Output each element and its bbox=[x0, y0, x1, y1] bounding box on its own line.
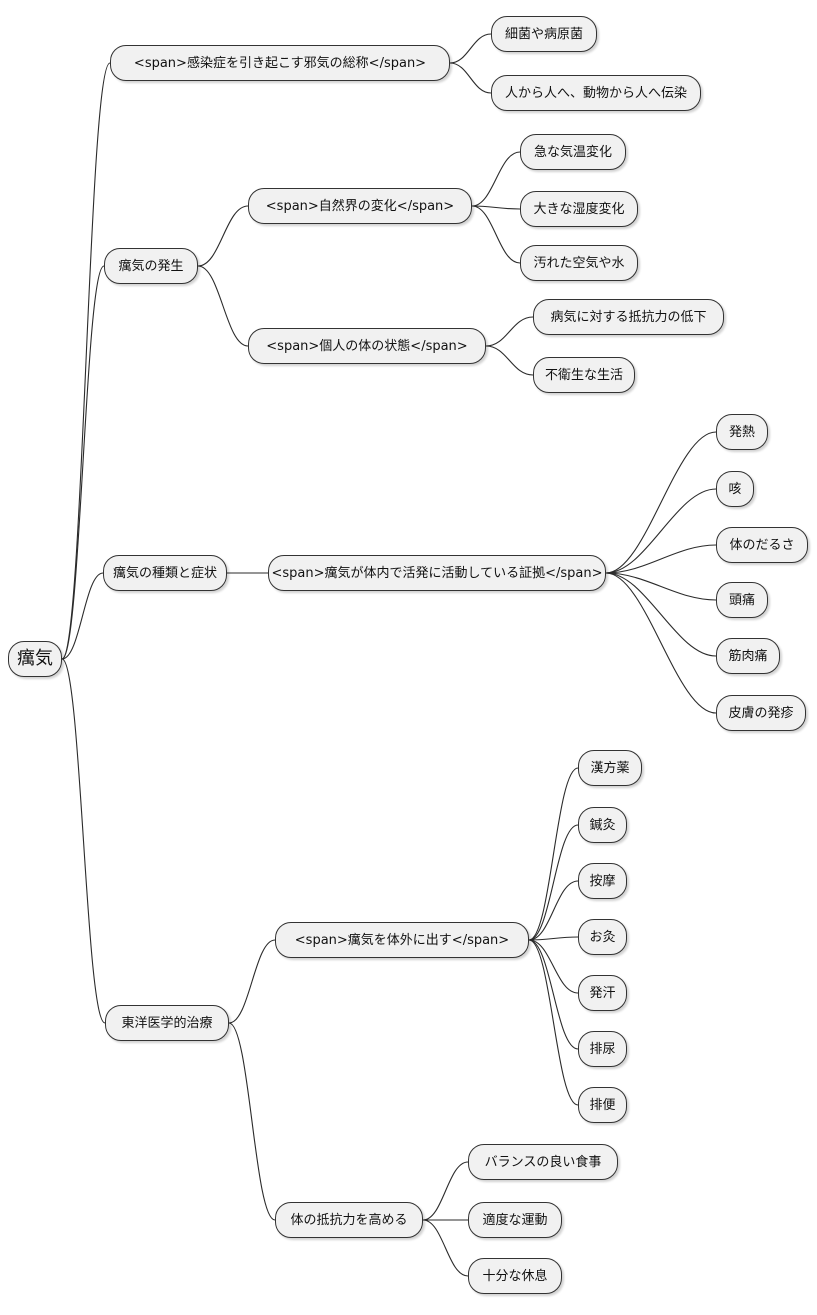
edge-root-infection-term bbox=[61, 62, 111, 660]
edge-activity-evidence-skin-rash bbox=[605, 572, 717, 714]
node-unhygienic-life: 不衛生な生活 bbox=[533, 357, 635, 393]
edge-boost-resistance-sufficient-rest bbox=[422, 1219, 469, 1277]
edge-onset-personal-condition bbox=[197, 265, 249, 347]
edge-activity-evidence-cough bbox=[605, 488, 717, 574]
node-polluted-air-water: 汚れた空気や水 bbox=[520, 245, 638, 281]
edge-personal-condition-lowered-resistance bbox=[485, 316, 534, 347]
node-lowered-resistance: 病気に対する抵抗力の低下 bbox=[533, 299, 724, 335]
edge-activity-evidence-muscle-pain bbox=[605, 572, 717, 657]
node-acupuncture: 鍼灸 bbox=[578, 807, 627, 843]
node-nature-changes: <span>自然界の変化</span> bbox=[248, 188, 472, 224]
edge-expel-evil-acupuncture bbox=[528, 824, 579, 941]
node-massage: 按摩 bbox=[578, 863, 627, 899]
node-activity-evidence: <span>癘気が体内で活発に活動している証拠</span> bbox=[268, 555, 606, 591]
node-fatigue: 体のだるさ bbox=[716, 527, 808, 563]
node-personal-condition: <span>個人の体の状態</span> bbox=[248, 328, 486, 364]
edge-infection-term-bacteria bbox=[449, 33, 492, 64]
node-muscle-pain: 筋肉痛 bbox=[716, 638, 780, 674]
node-temp-change: 急な気温変化 bbox=[520, 134, 626, 170]
node-headache: 頭痛 bbox=[716, 582, 768, 618]
edge-personal-condition-unhygienic-life bbox=[485, 345, 534, 376]
node-fever: 発熱 bbox=[716, 414, 768, 450]
node-urination: 排尿 bbox=[578, 1031, 627, 1067]
node-expel-evil: <span>癘気を体外に出す</span> bbox=[275, 922, 529, 958]
node-boost-resistance: 体の抵抗力を高める bbox=[275, 1202, 423, 1238]
edge-activity-evidence-fatigue bbox=[605, 544, 717, 574]
node-moxibustion: お灸 bbox=[578, 919, 627, 955]
node-root: 癘気 bbox=[8, 641, 62, 677]
edge-expel-evil-defecation bbox=[528, 939, 579, 1106]
node-balanced-diet: バランスの良い食事 bbox=[468, 1144, 618, 1180]
node-onset: 癘気の発生 bbox=[104, 248, 198, 284]
edge-activity-evidence-fever bbox=[605, 431, 717, 574]
edge-root-treatment bbox=[61, 658, 106, 1024]
edge-nature-changes-polluted-air-water bbox=[471, 205, 521, 264]
node-sweating: 発汗 bbox=[578, 975, 627, 1011]
edge-expel-evil-kampo-medicine bbox=[528, 767, 579, 941]
edge-root-onset bbox=[61, 265, 105, 660]
edge-onset-nature-changes bbox=[197, 205, 249, 267]
node-transmission: 人から人へ、動物から人へ伝染 bbox=[491, 75, 701, 111]
node-infection-term: <span>感染症を引き起こす邪気の総称</span> bbox=[110, 45, 450, 81]
node-bacteria: 細菌や病原菌 bbox=[491, 16, 597, 52]
edge-treatment-boost-resistance bbox=[228, 1022, 276, 1221]
edge-activity-evidence-headache bbox=[605, 572, 717, 601]
node-treatment: 東洋医学的治療 bbox=[105, 1005, 229, 1041]
node-cough: 咳 bbox=[716, 471, 754, 507]
edge-root-types-symptoms bbox=[61, 572, 104, 660]
node-skin-rash: 皮膚の発疹 bbox=[716, 695, 806, 731]
edge-expel-evil-massage bbox=[528, 880, 579, 941]
edge-expel-evil-urination bbox=[528, 939, 579, 1050]
edge-nature-changes-temp-change bbox=[471, 151, 521, 207]
edge-infection-term-transmission bbox=[449, 62, 492, 94]
edge-nature-changes-humidity-change bbox=[471, 205, 521, 210]
node-types-symptoms: 癘気の種類と症状 bbox=[103, 555, 227, 591]
edge-expel-evil-moxibustion bbox=[528, 936, 579, 941]
node-defecation: 排便 bbox=[578, 1087, 627, 1123]
node-humidity-change: 大きな湿度変化 bbox=[520, 191, 638, 227]
edge-treatment-expel-evil bbox=[228, 939, 276, 1024]
edge-expel-evil-sweating bbox=[528, 939, 579, 994]
node-moderate-exercise: 適度な運動 bbox=[468, 1202, 562, 1238]
node-sufficient-rest: 十分な休息 bbox=[468, 1258, 562, 1294]
node-kampo-medicine: 漢方薬 bbox=[578, 750, 642, 786]
edge-boost-resistance-balanced-diet bbox=[422, 1161, 469, 1221]
